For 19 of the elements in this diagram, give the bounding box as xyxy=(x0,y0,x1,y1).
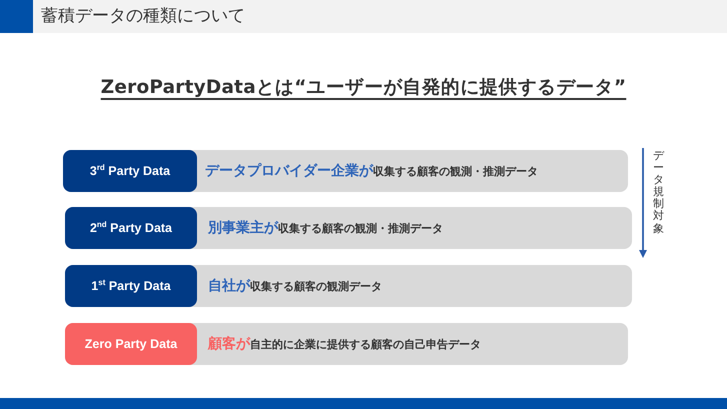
category-pill xyxy=(65,207,197,249)
row-band xyxy=(65,323,628,365)
description-text: 自社が収集する顧客の観測データ xyxy=(208,277,382,296)
category-pill xyxy=(63,150,197,192)
category-name: 1$^{st}$ Party Data xyxy=(91,279,171,293)
page-title: 蓄積データの種類について xyxy=(41,5,245,27)
category-name: Zero Party Data xyxy=(84,337,178,351)
vertical-label: データ規制対象 xyxy=(653,150,664,235)
description-text: 別事業主が収集する顧客の観測・推測データ xyxy=(208,218,443,238)
subtitle: ZeroPartyDataとは“ユーザーが自発的に提供するデータ” xyxy=(100,77,626,98)
row-band xyxy=(65,265,632,307)
row-band xyxy=(63,150,628,192)
category-pill xyxy=(65,323,197,365)
description-text: 顧客が自主的に企業に提供する顧客の自己申告データ xyxy=(208,334,481,354)
category-name: 3$^{rd}$ Party Data xyxy=(90,164,170,178)
category-pill xyxy=(65,265,197,307)
description-text: データプロバイダー企業が収集する顧客の観測・推測データ xyxy=(205,162,538,181)
category-name: 2$^{nd}$ Party Data xyxy=(90,221,172,235)
row-band xyxy=(65,207,632,249)
